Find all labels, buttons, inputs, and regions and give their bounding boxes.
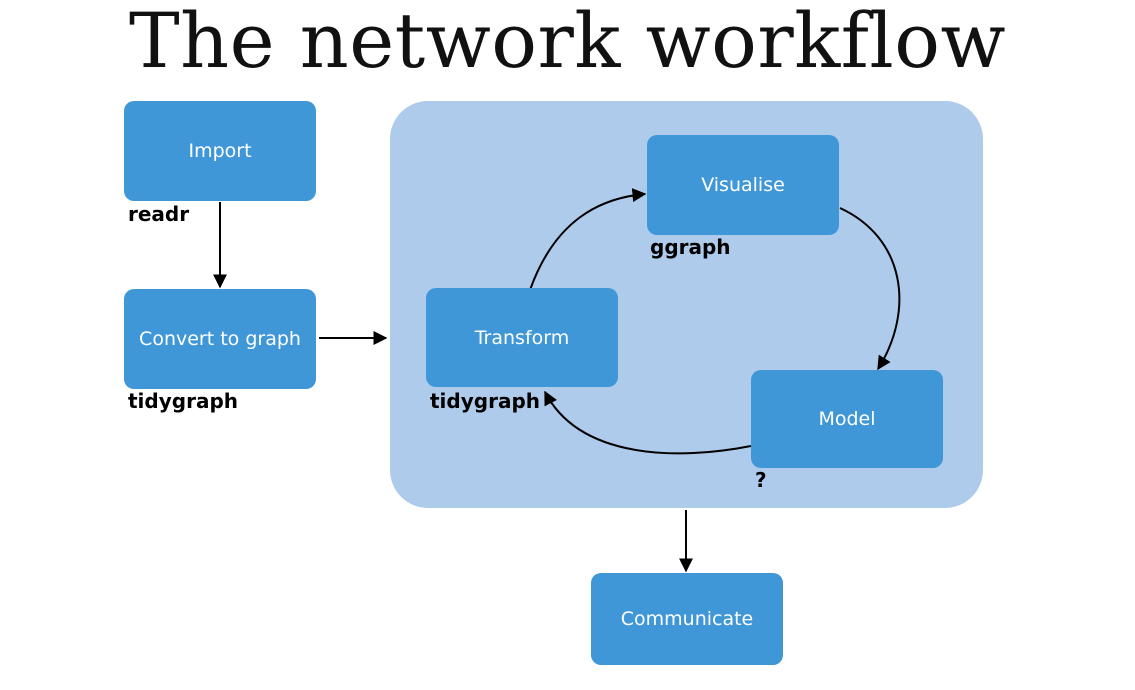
node-visualise: Visualise — [647, 135, 839, 235]
tool-label-tidygraph-transform: tidygraph — [430, 389, 540, 413]
node-visualise-label: Visualise — [701, 174, 785, 196]
node-convert-label: Convert to graph — [139, 328, 301, 350]
node-communicate: Communicate — [591, 573, 783, 665]
node-model: Model — [751, 370, 943, 468]
node-model-label: Model — [818, 408, 876, 430]
node-convert-to-graph: Convert to graph — [124, 289, 316, 389]
node-transform: Transform — [426, 288, 618, 387]
node-communicate-label: Communicate — [620, 608, 754, 630]
diagram-title: The network workflow — [128, 0, 1007, 85]
tool-label-readr: readr — [128, 202, 190, 226]
node-import: Import — [124, 101, 316, 201]
edge-transform-to-visualise — [529, 188, 647, 291]
tool-label-model-unknown: ? — [755, 468, 767, 492]
tool-label-tidygraph-convert: tidygraph — [128, 389, 238, 413]
tool-label-ggraph: ggraph — [650, 235, 731, 259]
edge-model-to-transform — [544, 390, 752, 455]
node-import-label: Import — [188, 140, 252, 162]
edge-visualise-to-model — [839, 207, 901, 371]
node-transform-label: Transform — [474, 326, 570, 349]
